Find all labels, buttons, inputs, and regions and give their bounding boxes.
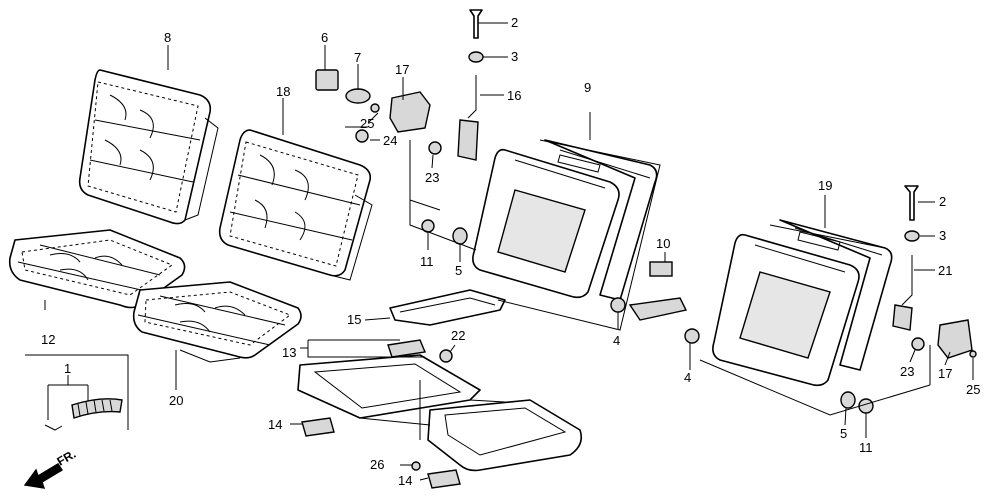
bushing-4-center xyxy=(610,297,626,313)
callout-25-upper: 25 xyxy=(360,116,374,131)
callout-2-right: 2 xyxy=(939,194,946,209)
callout-18: 18 xyxy=(276,84,290,99)
hook-14-bottom xyxy=(427,469,461,489)
bolt-22 xyxy=(439,349,453,363)
pin-2-right xyxy=(904,185,919,221)
callout-14-bottom: 14 xyxy=(398,473,412,488)
callout-22: 22 xyxy=(451,328,465,343)
pin-2-upper xyxy=(469,9,483,39)
callout-3-right: 3 xyxy=(939,228,946,243)
lock-rod-21 xyxy=(892,255,913,331)
bushing-3-upper xyxy=(468,51,484,63)
spring-set-1 xyxy=(25,354,129,431)
cushion-cover-center-20 xyxy=(132,281,302,363)
hinge-assembly xyxy=(628,297,688,321)
seatback-frame-19 xyxy=(712,219,893,387)
callout-20: 20 xyxy=(169,393,183,408)
callout-4-center: 4 xyxy=(613,333,620,348)
lock-rod-16 xyxy=(457,75,479,161)
callout-9: 9 xyxy=(584,80,591,95)
callout-19: 19 xyxy=(818,178,832,193)
clip-26 xyxy=(411,461,421,471)
cushion-cover-left-12 xyxy=(8,229,186,309)
cover-10 xyxy=(649,261,673,277)
seatback-cover-center-18 xyxy=(218,129,373,281)
callout-16: 16 xyxy=(507,88,521,103)
callout-17-right: 17 xyxy=(938,366,952,381)
reference-lines xyxy=(307,112,931,440)
callout-8: 8 xyxy=(164,30,171,45)
hook-14-left xyxy=(301,417,335,437)
bolt-25-upper xyxy=(370,103,380,113)
bushing-4-right xyxy=(684,328,700,344)
callout-7: 7 xyxy=(354,50,361,65)
callout-1: 1 xyxy=(64,361,71,376)
plate-17-upper xyxy=(389,91,431,133)
callout-12: 12 xyxy=(41,332,55,347)
callout-24: 24 xyxy=(383,133,397,148)
callout-23-upper: 23 xyxy=(425,170,439,185)
callout-14-left: 14 xyxy=(268,417,282,432)
bolt-25-right xyxy=(969,350,977,358)
bushing-3-right xyxy=(904,230,920,242)
bolt-23-right xyxy=(911,337,925,351)
callout-10: 10 xyxy=(656,236,670,251)
callout-4-right: 4 xyxy=(684,370,691,385)
callout-6: 6 xyxy=(321,30,328,45)
callout-21: 21 xyxy=(938,263,952,278)
collar-5-right xyxy=(840,391,856,409)
callout-15: 15 xyxy=(347,312,361,327)
plate-17-right xyxy=(937,319,973,359)
front-direction-arrow: FR. xyxy=(23,447,78,489)
callout-5-right: 5 xyxy=(840,426,847,441)
hook-7 xyxy=(345,88,371,104)
bracket-15 xyxy=(389,289,506,326)
callout-26: 26 xyxy=(370,457,384,472)
bolt-24 xyxy=(355,129,369,143)
callout-17-upper: 17 xyxy=(395,62,409,77)
callout-13: 13 xyxy=(282,345,296,360)
leader-lines xyxy=(44,22,974,481)
callout-11-right: 11 xyxy=(859,440,873,455)
seatback-cover-left-8 xyxy=(78,69,219,225)
callout-3-upper: 3 xyxy=(511,49,518,64)
callout-5-upper: 5 xyxy=(455,263,462,278)
hinge-6 xyxy=(315,69,339,91)
callout-2-upper: 2 xyxy=(511,15,518,30)
callout-25-right: 25 xyxy=(966,382,980,397)
clip-13 xyxy=(387,339,426,358)
bolt-23-upper xyxy=(428,141,442,155)
seatback-frame-9 xyxy=(472,139,658,301)
cushion-frame xyxy=(297,354,583,472)
callout-11-upper: 11 xyxy=(420,254,434,269)
callout-23-right: 23 xyxy=(900,364,914,379)
